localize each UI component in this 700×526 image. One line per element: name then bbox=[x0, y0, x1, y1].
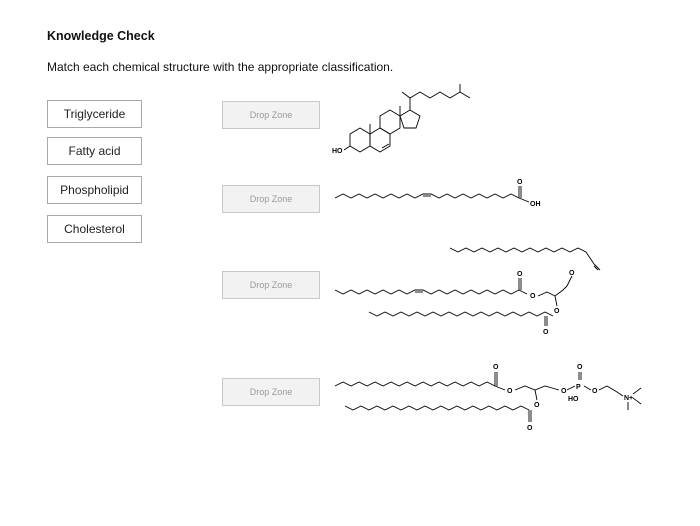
carbonyl-o-2: O bbox=[543, 329, 549, 336]
carbonyl-o-1: O bbox=[493, 364, 499, 371]
drop-zone-3[interactable]: Drop Zone bbox=[222, 271, 320, 299]
drop-zone-1[interactable]: Drop Zone bbox=[222, 101, 320, 129]
ester-o-2: O bbox=[534, 402, 540, 409]
choice-phospholipid[interactable]: Phospholipid bbox=[47, 176, 142, 204]
ester-o-2: O bbox=[530, 293, 536, 300]
cholesterol-structure: HO bbox=[332, 84, 471, 155]
phosphate-o-2: O bbox=[577, 364, 583, 371]
ammonium-label: N+ bbox=[624, 395, 633, 402]
phosphorus-label: P bbox=[576, 384, 581, 391]
ester-o-1: O bbox=[507, 388, 513, 395]
choice-cholesterol[interactable]: Cholesterol bbox=[47, 215, 142, 243]
phospholipid-structure: O O O O P O HO O N+ O bbox=[334, 364, 642, 432]
carbonyl-o-1: O bbox=[517, 271, 523, 278]
fatty-acid-structure: O OH bbox=[334, 179, 541, 208]
hydroxyl-label: HO bbox=[332, 148, 343, 155]
carbonyl-o-label: O bbox=[517, 179, 523, 186]
instructions-text: Match each chemical structure with the a… bbox=[47, 60, 394, 74]
drop-zone-4[interactable]: Drop Zone bbox=[222, 378, 320, 406]
drop-zone-2[interactable]: Drop Zone bbox=[222, 185, 320, 213]
carbonyl-o-2: O bbox=[527, 425, 533, 432]
hydroxyl-label: OH bbox=[530, 201, 541, 208]
phosphate-o-3: O bbox=[592, 388, 598, 395]
choice-triglyceride[interactable]: Triglyceride bbox=[47, 100, 142, 128]
page-title: Knowledge Check bbox=[47, 29, 155, 43]
phosphate-hydroxyl: HO bbox=[568, 396, 579, 403]
phosphate-o-1: O bbox=[561, 388, 567, 395]
ester-o-1: O bbox=[569, 270, 575, 277]
choice-fatty-acid[interactable]: Fatty acid bbox=[47, 137, 142, 165]
triglyceride-structure: O O O O O O bbox=[334, 247, 601, 336]
ester-o-3: O bbox=[554, 308, 560, 315]
